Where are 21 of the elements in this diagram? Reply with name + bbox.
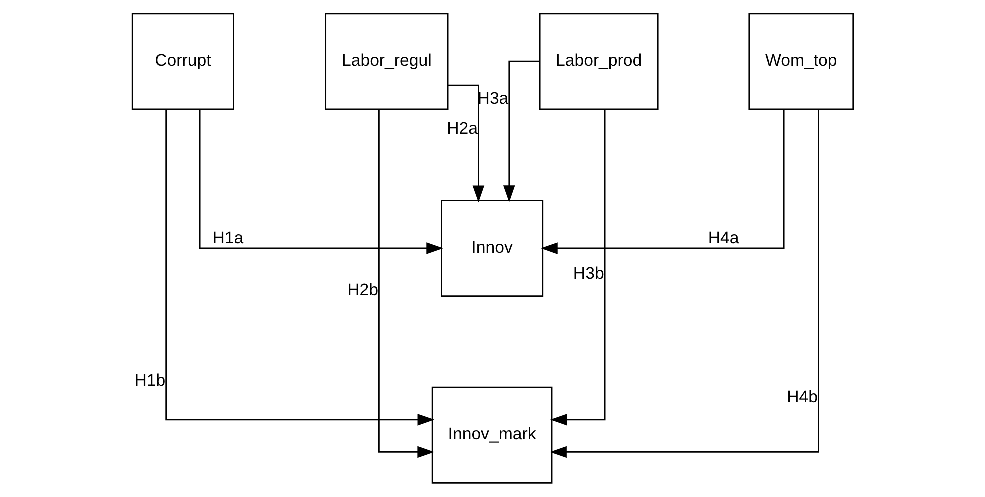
edge-label: H2a: [446, 119, 478, 138]
node-box: Innov_mark: [431, 386, 552, 484]
node-box: Corrupt: [131, 13, 234, 110]
arrow: [550, 110, 606, 426]
arrow: [540, 110, 784, 254]
edge-label: H1a: [212, 228, 244, 248]
edge-label: H4b: [786, 387, 818, 406]
edge-label: H1b: [134, 371, 166, 390]
arrow: [448, 84, 484, 203]
edge-label: H4a: [708, 228, 739, 248]
node-box: Innov: [440, 200, 544, 297]
edge-label: H3b: [572, 264, 604, 284]
arrow: [503, 60, 540, 202]
arrow: [165, 110, 434, 426]
arrow: [378, 110, 434, 458]
arrow: [198, 110, 444, 254]
node-box: Labor_regul: [324, 13, 448, 110]
edge-label: H2b: [347, 280, 378, 300]
node-box: Wom_top: [748, 13, 854, 110]
node-box: Labor_prod: [538, 13, 658, 110]
arrow: [550, 110, 819, 458]
